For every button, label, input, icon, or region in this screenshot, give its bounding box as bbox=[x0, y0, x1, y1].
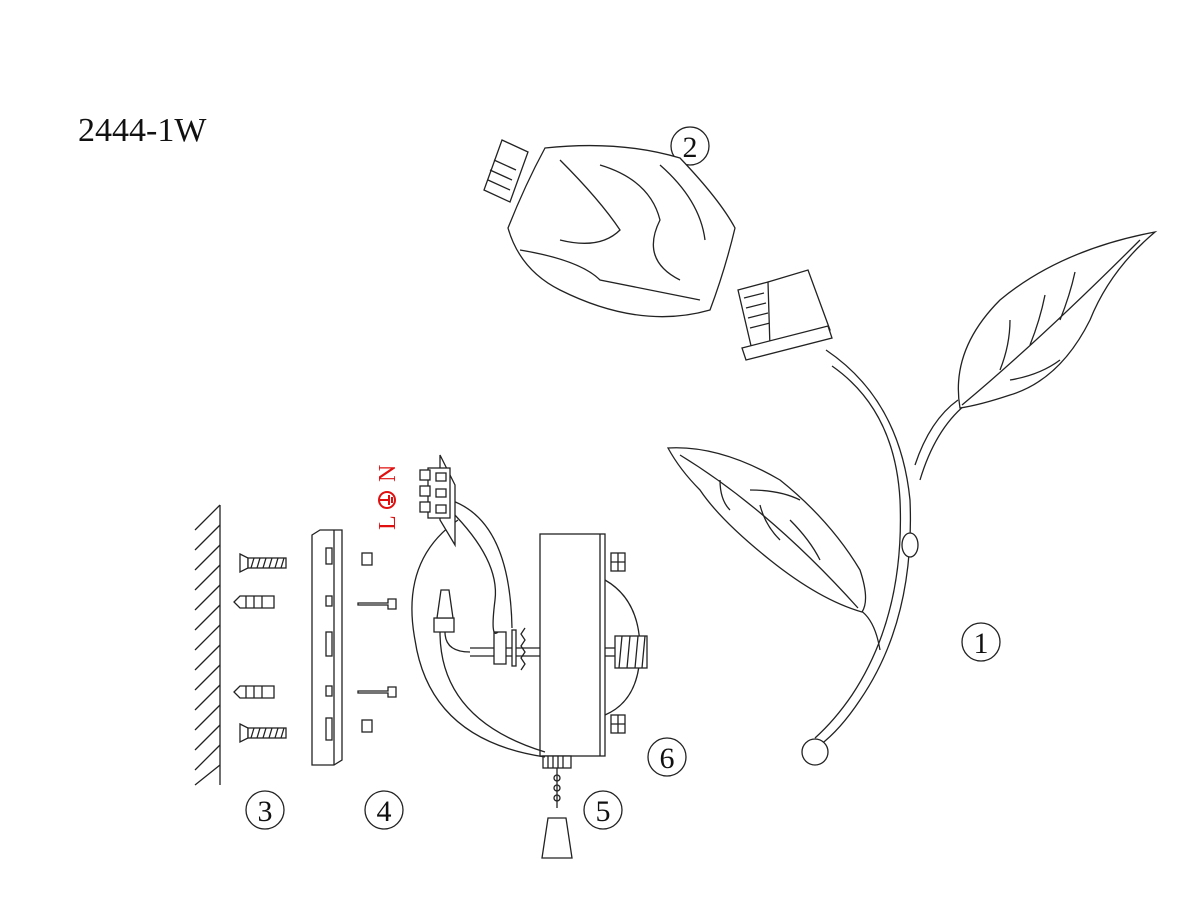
svg-text:3: 3 bbox=[258, 795, 273, 828]
part-label-4: 4 bbox=[364, 790, 404, 830]
mounting-plate bbox=[311, 529, 397, 766]
earth-ground-icon bbox=[378, 491, 396, 509]
svg-text:5: 5 bbox=[596, 795, 611, 828]
glass-shade bbox=[483, 139, 736, 318]
part-label-5: 5 bbox=[583, 790, 623, 830]
wall-screws-and-anchors bbox=[233, 552, 287, 744]
svg-text:2: 2 bbox=[683, 131, 698, 164]
svg-text:1: 1 bbox=[974, 627, 989, 660]
model-code: 2444-1W bbox=[78, 112, 207, 149]
part-label-1: 1 bbox=[961, 622, 1001, 662]
wiring-labels: L N bbox=[375, 465, 401, 530]
wall-hatch bbox=[194, 504, 221, 786]
svg-text:L: L bbox=[375, 515, 401, 530]
part-label-2: 2 bbox=[670, 126, 710, 166]
lamp-socket bbox=[737, 269, 833, 361]
lamp-arm-with-leaves bbox=[666, 230, 1158, 766]
part-label-6: 6 bbox=[647, 737, 687, 777]
svg-text:6: 6 bbox=[660, 742, 675, 775]
svg-text:4: 4 bbox=[377, 795, 392, 828]
canopy-base bbox=[411, 499, 648, 859]
part-label-3: 3 bbox=[245, 790, 285, 830]
terminal-block bbox=[419, 454, 456, 548]
svg-text:N: N bbox=[375, 465, 401, 482]
